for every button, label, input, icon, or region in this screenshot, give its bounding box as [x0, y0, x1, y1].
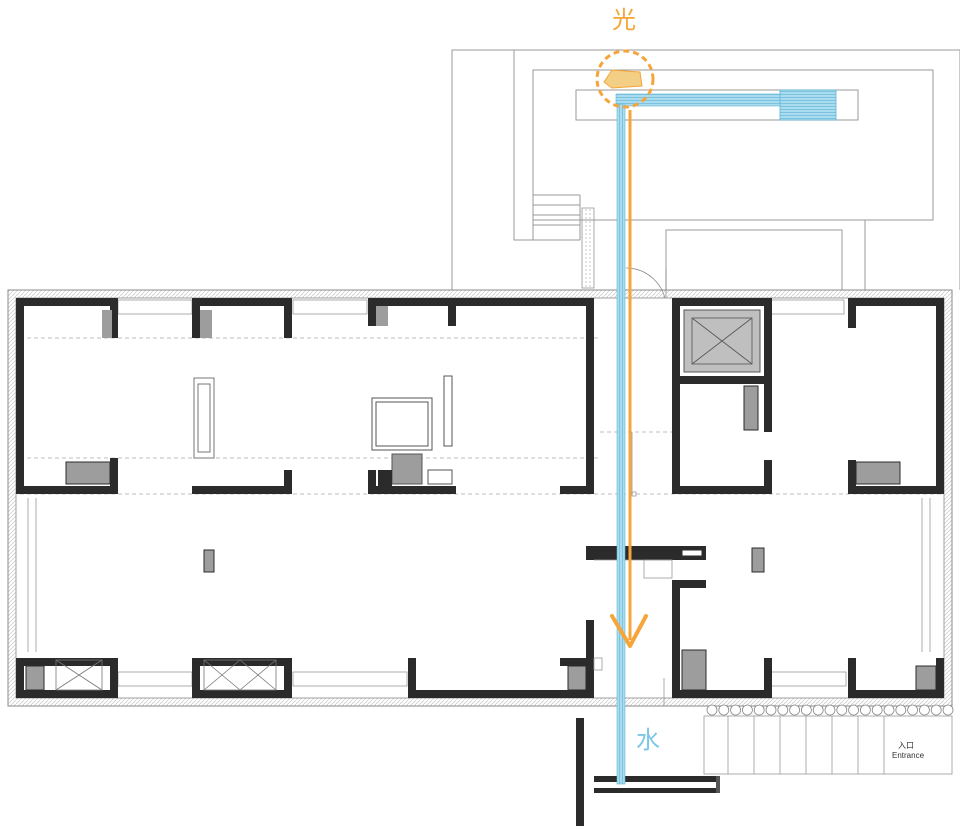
window-strips: [27, 299, 931, 687]
room-3-walls: [368, 298, 594, 494]
bollard: [836, 704, 848, 716]
room-1-walls: [16, 298, 118, 494]
light-label: 光: [612, 6, 636, 34]
bollard: [942, 704, 954, 716]
bollard: [824, 704, 836, 716]
column: [200, 310, 212, 338]
room-2-walls: [192, 298, 292, 494]
light-path: [595, 49, 655, 648]
bollard: [812, 704, 824, 716]
entrance-steps: [703, 715, 953, 775]
courtyard-stairs: [533, 194, 581, 240]
bollard: [718, 704, 730, 716]
light-arrow-head: [610, 614, 648, 648]
bollard: [777, 704, 789, 716]
garden-wall: [576, 718, 720, 826]
column: [855, 461, 901, 485]
bollard: [883, 704, 895, 716]
bollard: [930, 704, 942, 716]
interior-partitions: [593, 432, 673, 706]
column: [378, 470, 392, 486]
entrance-label-cn: 入口: [898, 741, 914, 750]
bollard: [765, 704, 777, 716]
bollard: [753, 704, 765, 716]
lower-cross-cabinets: [55, 659, 277, 691]
bollard: [742, 704, 753, 716]
column: [743, 385, 759, 431]
skylight-shape: [603, 69, 643, 89]
entrance-label-en: Entrance: [892, 751, 925, 760]
bollard: [860, 704, 871, 716]
lower-columns: [25, 547, 937, 691]
bollard: [919, 704, 930, 716]
column: [65, 461, 111, 485]
bollard: [871, 704, 883, 716]
room-right-walls: [848, 298, 944, 494]
core-walls: [672, 298, 772, 494]
bollard: [730, 704, 741, 716]
bollard: [895, 704, 907, 716]
water-channel: [615, 89, 837, 785]
column: [102, 310, 112, 338]
dashed-guides: [20, 337, 944, 495]
elevator-shaft: [683, 309, 761, 373]
skylight-highlight-circle: [595, 49, 655, 109]
bollard: [706, 704, 718, 716]
column: [376, 306, 388, 326]
courtyard-planter: [581, 207, 595, 289]
building-outer-wall: [7, 289, 953, 707]
bollard: [848, 704, 859, 716]
wardrobe: [193, 377, 215, 459]
bathroom-fixtures: [371, 375, 453, 485]
courtyard-outline: [451, 49, 960, 291]
bollard: [801, 704, 812, 716]
bollard: [907, 704, 918, 716]
bollard: [789, 704, 800, 716]
entrance-bollards: [706, 704, 954, 716]
water-label: 水: [636, 726, 660, 754]
